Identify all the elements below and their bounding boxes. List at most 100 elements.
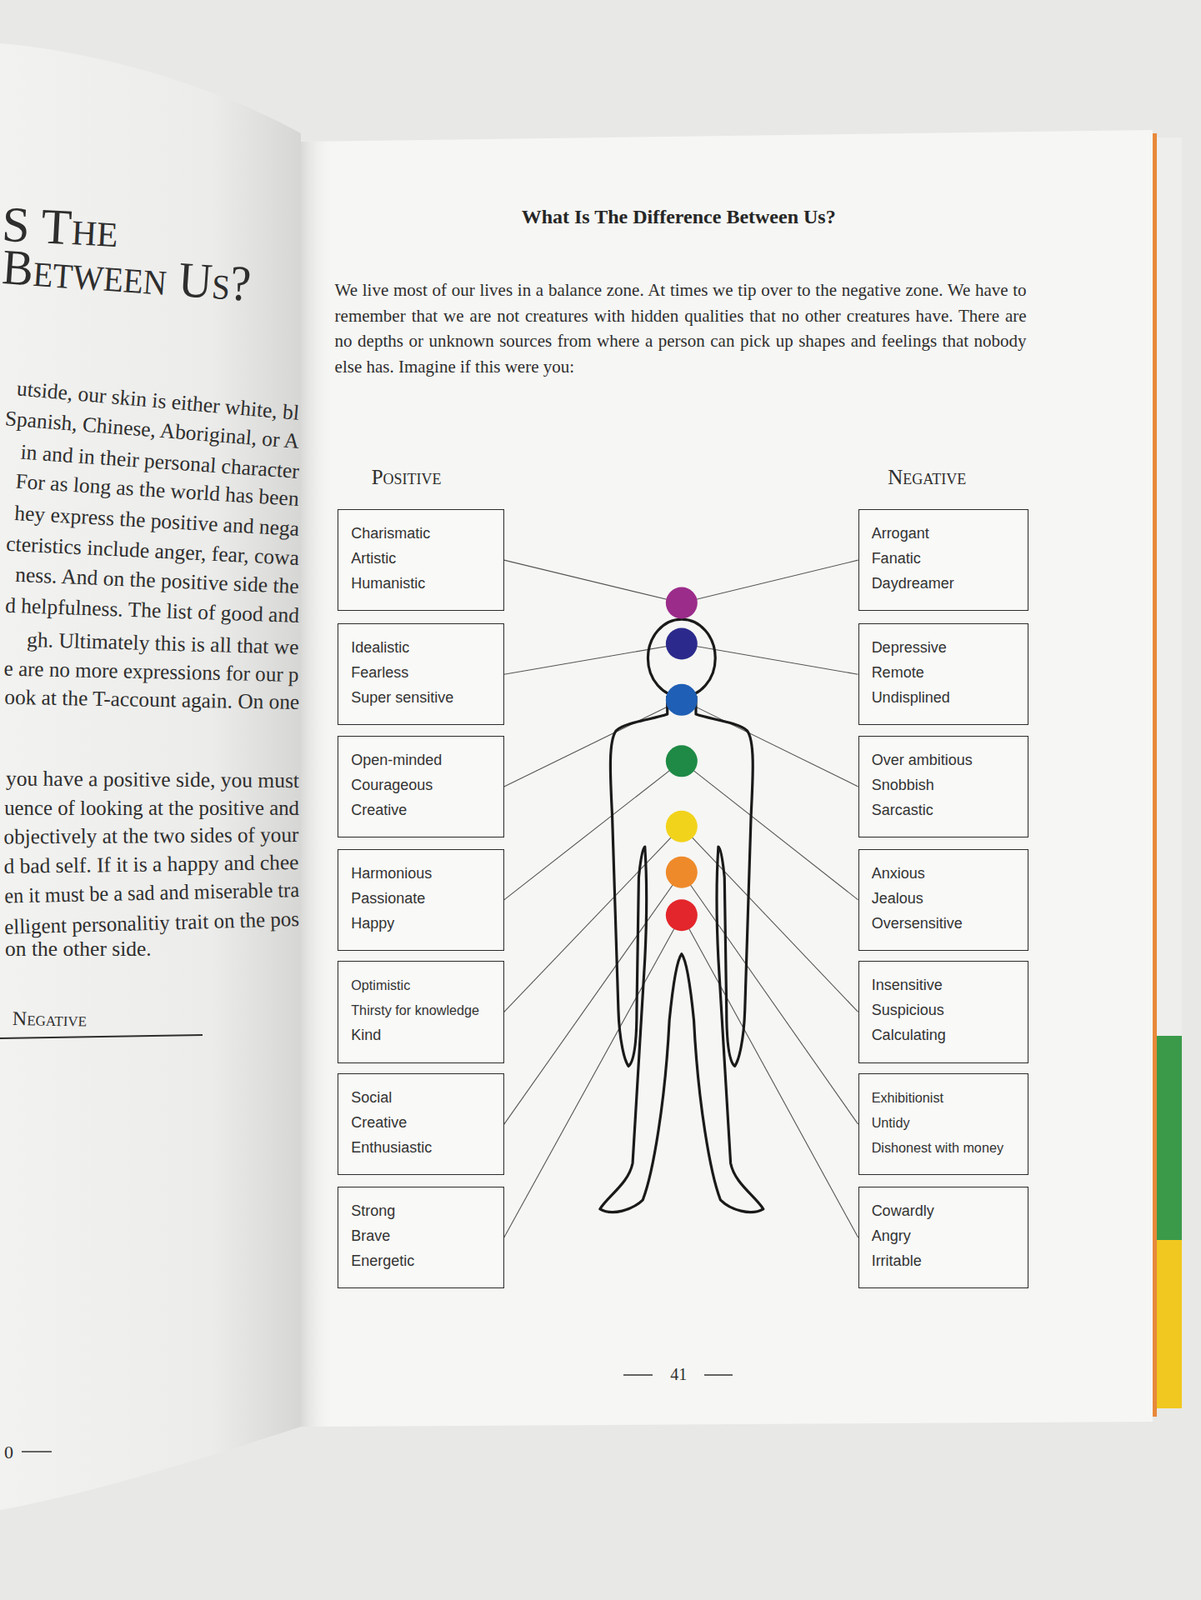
trait-word: Open-minded <box>350 747 492 773</box>
trait-word: Suspicious <box>871 997 1016 1023</box>
leader-line <box>681 644 859 676</box>
leader-line <box>504 644 682 676</box>
trait-word: Happy <box>350 910 492 936</box>
trait-word: Arrogant <box>871 520 1016 546</box>
leader-line <box>681 915 859 1238</box>
trait-box: Over ambitiousSnobbishSarcastic <box>858 735 1029 838</box>
trait-word: Fearless <box>350 660 492 686</box>
trait-word: Dishonest with money <box>871 1135 1016 1161</box>
trait-word: Irritable <box>871 1248 1016 1274</box>
trait-word: Kind <box>350 1022 492 1048</box>
leader-line <box>681 826 859 1013</box>
trait-word: Snobbish <box>871 772 1016 798</box>
trait-box: SocialCreativeEnthusiastic <box>337 1073 505 1176</box>
trait-word: Daydreamer <box>871 570 1016 596</box>
folio-dash <box>704 1374 733 1377</box>
trait-word: Creative <box>350 1110 492 1136</box>
chapter-heading: Between Us? <box>0 238 254 314</box>
cover-strip <box>1156 137 1182 1036</box>
chakra-dot <box>665 899 698 931</box>
trait-word: Remote <box>871 660 1016 686</box>
body-line: on the other side. <box>5 936 152 961</box>
spine-shadow <box>300 141 335 1427</box>
body-line: ook at the T-account again. On one <box>4 684 300 714</box>
chakra-dot <box>665 587 698 620</box>
trait-word: Anxious <box>871 860 1016 886</box>
leader-line <box>504 700 682 787</box>
trait-word: Undisplined <box>871 685 1016 711</box>
leader-line <box>681 700 859 787</box>
leader-line <box>504 760 682 900</box>
chakra-dot <box>665 684 698 716</box>
leader-line <box>681 760 859 900</box>
trait-word: Calculating <box>871 1022 1016 1048</box>
leader-line <box>504 872 682 1125</box>
cover-strip <box>1156 1035 1182 1241</box>
leader-line <box>504 826 682 1013</box>
body-line: uence of looking at the positive and <box>4 795 300 821</box>
body-line: gh. Ultimately this is all that we <box>26 626 300 659</box>
page-number: 41 <box>670 1365 687 1385</box>
chakra-dot <box>665 810 698 843</box>
body-outline <box>600 619 764 1212</box>
cover-edge <box>1152 133 1157 1417</box>
column-heading: Negative <box>11 1007 87 1032</box>
trait-word: Creative <box>350 797 492 823</box>
page-number: 0 <box>4 1441 14 1463</box>
trait-word: Angry <box>871 1223 1016 1249</box>
trait-box: ExhibitionistUntidyDishonest with money <box>858 1073 1029 1176</box>
trait-box: ArrogantFanaticDaydreamer <box>858 509 1029 611</box>
folio-dash <box>623 1374 653 1377</box>
trait-box: HarmoniousPassionateHappy <box>337 849 505 951</box>
trait-word: Exhibitionist <box>871 1085 1016 1111</box>
trait-word: Brave <box>350 1223 492 1249</box>
trait-word: Energetic <box>350 1248 492 1274</box>
trait-word: Over ambitious <box>871 747 1016 773</box>
body-line: elligent personalitiy trait on the pos <box>4 906 301 940</box>
trait-word: Cowardly <box>871 1198 1016 1224</box>
trait-word: Charismatic <box>350 520 492 546</box>
right-page <box>300 130 1153 1427</box>
column-heading: Positive <box>371 465 442 491</box>
trait-word: Strong <box>350 1198 492 1224</box>
trait-box: CharismaticArtisticHumanistic <box>337 509 505 611</box>
body-line: d helpfulness. The list of good and <box>4 592 300 628</box>
running-head: What Is The Difference Between Us? <box>521 205 836 229</box>
trait-word: Harmonious <box>350 860 492 886</box>
dot-group <box>665 587 698 932</box>
trait-box: DepressiveRemoteUndisplined <box>858 623 1029 726</box>
folio-dash <box>21 1451 52 1453</box>
body-line: you have a positive side, you must <box>5 765 300 793</box>
trait-word: Passionate <box>350 885 492 911</box>
leader-line <box>681 872 859 1125</box>
body-line: en it must be a sad and miserable tra <box>4 877 300 909</box>
trait-word: Social <box>350 1085 492 1111</box>
chakra-dot <box>665 856 698 889</box>
column-heading: Negative <box>887 465 966 491</box>
trait-word: Idealistic <box>350 635 492 661</box>
trait-box: AnxiousJealousOversensitive <box>858 849 1029 951</box>
trait-word: Depressive <box>871 635 1016 661</box>
trait-word: Fanatic <box>871 545 1016 571</box>
underline <box>0 1035 203 1039</box>
trait-word: Oversensitive <box>871 910 1016 936</box>
trait-box: IdealisticFearlessSuper sensitive <box>337 623 505 726</box>
trait-box: StrongBraveEnergetic <box>337 1186 505 1289</box>
cover-strip <box>1156 1240 1182 1409</box>
body-line: objectively at the two sides of your <box>4 822 300 850</box>
intro-paragraph: We live most of our lives in a balance z… <box>335 277 1027 380</box>
trait-word: Untidy <box>871 1110 1016 1136</box>
trait-box: OptimisticThirsty for knowledgeKind <box>337 960 505 1063</box>
body-line: e are no more expressions for our p <box>4 655 300 687</box>
trait-box: CowardlyAngryIrritable <box>858 1186 1029 1289</box>
trait-word: Courageous <box>350 772 492 798</box>
leader-line <box>504 560 682 603</box>
body-outline <box>600 695 764 1213</box>
trait-word: Insensitive <box>871 972 1016 998</box>
leader-line <box>504 915 682 1238</box>
left-page <box>0 43 301 1511</box>
trait-word: Enthusiastic <box>350 1135 492 1161</box>
trait-box: InsensitiveSuspiciousCalculating <box>858 960 1029 1063</box>
